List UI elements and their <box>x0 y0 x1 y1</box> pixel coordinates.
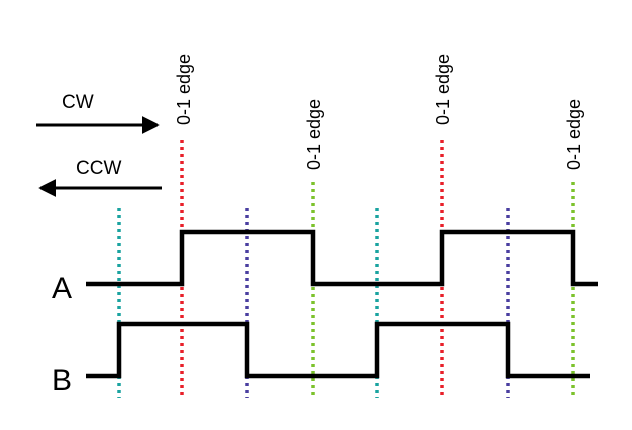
signal-b-label: B <box>52 364 72 397</box>
edge-label-1: 0-1 edge <box>174 54 194 125</box>
ccw-label: CCW <box>76 158 121 179</box>
edge-label-3: 0-1 edge <box>433 54 453 125</box>
edge-label-4: 0-1 edge <box>564 99 584 170</box>
edge-label-2: 0-1 edge <box>304 99 324 170</box>
signal-b-waveform <box>86 321 590 379</box>
cw-label: CW <box>62 92 94 113</box>
signal-a-waveform <box>86 229 598 287</box>
signal-a-label: A <box>52 272 72 305</box>
